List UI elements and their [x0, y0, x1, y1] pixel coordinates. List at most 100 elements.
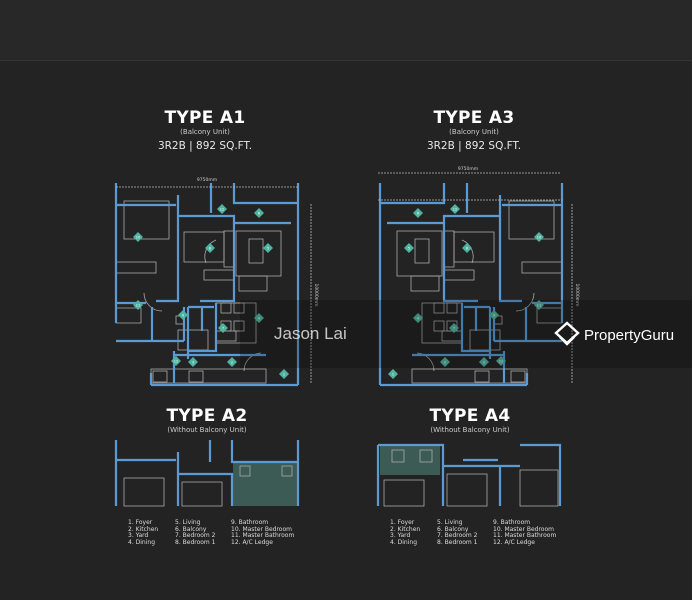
legend-item: 4. Dining — [128, 539, 155, 547]
room-marker-diamond — [449, 323, 459, 333]
legend-item: 7. Bedroom 2 — [437, 532, 478, 540]
width-dimension-label: 9750mm — [458, 166, 478, 172]
room-marker-diamond — [178, 310, 188, 320]
room-marker-number: 7 — [222, 327, 224, 331]
room-marker-number: 2 — [231, 361, 233, 365]
legend-item: 5. Living — [437, 519, 463, 526]
type-a4-floor-plan — [376, 443, 562, 507]
legend-item: 1. Foyer — [128, 519, 153, 526]
room-marker-number: 3 — [483, 361, 485, 365]
legend-item: 9. Bathroom — [493, 519, 531, 526]
room-marker-number: 9 — [493, 314, 495, 318]
legend-item: 3. Yard — [128, 532, 149, 540]
room-marker-diamond — [534, 232, 544, 242]
type-a1-heading: TYPE A1 (Balcony Unit) 3R2B | 892 SQ.FT. — [105, 108, 305, 154]
room-marker-diamond — [388, 369, 398, 379]
room-marker-diamond — [254, 313, 264, 323]
room-marker-number: 11 — [537, 304, 541, 308]
plan-title: TYPE A4 — [429, 406, 511, 426]
room-marker-number: 4 — [417, 317, 420, 321]
room-marker: 11 — [133, 300, 143, 310]
legend-item: 9. Bathroom — [231, 519, 269, 526]
plan-subtitle: (Balcony Unit) — [180, 128, 230, 136]
room-marker-number: 12 — [220, 208, 224, 212]
room-marker-diamond — [450, 204, 460, 214]
room-marker-number: 7 — [453, 327, 455, 331]
legend-item: 11. Master Bathroom — [231, 532, 295, 540]
room-marker-diamond — [413, 208, 423, 218]
room-marker-diamond — [404, 243, 414, 253]
room-marker-number: 12 — [499, 360, 503, 364]
legend-item: 8. Bedroom 1 — [437, 539, 478, 547]
room-marker-diamond — [413, 313, 423, 323]
room-marker: 1 — [388, 369, 398, 379]
legend-item: 6. Balcony — [437, 525, 469, 533]
plan-title: TYPE A1 — [164, 108, 246, 128]
room-marker: 7 — [449, 323, 459, 333]
room-marker-number: 5 — [267, 247, 269, 251]
room-marker-number: 8 — [209, 247, 211, 251]
room-marker: 3 — [479, 357, 489, 367]
room-marker-diamond — [133, 300, 143, 310]
legend-item: 5. Living — [175, 519, 201, 526]
type-a4-heading: TYPE A4 (Without Balcony Unit) — [370, 406, 570, 435]
plan-subtitle: (Balcony Unit) — [449, 128, 499, 136]
room-marker-diamond — [479, 357, 489, 367]
legend-item: 12. A/C Ledge — [231, 539, 273, 547]
watermark-band — [240, 300, 692, 368]
room-marker-diamond — [462, 243, 472, 253]
room-marker-number: 11 — [136, 304, 140, 308]
room-marker-diamond — [171, 356, 181, 366]
room-marker: 5 — [263, 243, 273, 253]
room-marker-number: 6 — [258, 212, 260, 216]
plan-title: TYPE A2 — [166, 406, 248, 426]
room-marker: 8 — [205, 243, 215, 253]
brand-name: PropertyGuru — [584, 326, 675, 344]
room-marker: 12 — [217, 204, 227, 214]
room-marker: 3 — [188, 357, 198, 367]
room-marker: 5 — [404, 243, 414, 253]
propertyguru-logo: PropertyGuru — [554, 321, 674, 349]
room-marker-number: 12 — [453, 208, 457, 212]
room-marker-number: 1 — [283, 373, 285, 377]
room-marker-diamond — [489, 310, 499, 320]
propertyguru-icon — [554, 321, 580, 346]
depth-dimension-label: 10000mm — [574, 283, 580, 306]
legend-item: 2. Kitchen — [128, 525, 159, 533]
legend-item: 4. Dining — [390, 539, 417, 547]
room-marker-number: 1 — [392, 373, 394, 377]
plan-subtitle: (Without Balcony Unit) — [430, 426, 510, 434]
agent-watermark: Jason Lai — [274, 324, 347, 343]
room-marker-number: 4 — [258, 317, 261, 321]
room-marker: 9 — [489, 310, 499, 320]
legend-item: 7. Bedroom 2 — [175, 532, 216, 540]
room-marker: 7 — [218, 323, 228, 333]
plan-size: 3R2B | 892 SQ.FT. — [426, 140, 522, 152]
room-marker: 4 — [254, 313, 264, 323]
legend-item: 10. Master Bedroom — [231, 525, 292, 533]
room-marker-number: 3 — [192, 361, 194, 365]
room-marker: 9 — [178, 310, 188, 320]
legend-item: 2. Kitchen — [390, 525, 421, 533]
room-marker-diamond — [188, 357, 198, 367]
room-marker: 8 — [462, 243, 472, 253]
room-marker-diamond — [227, 357, 237, 367]
type-a1-floor-plan: 9750mm 10000mm — [114, 177, 319, 387]
room-marker: 4 — [413, 313, 423, 323]
room-marker-diamond — [254, 208, 264, 218]
room-marker: 6 — [254, 208, 264, 218]
room-marker-number: 10 — [136, 236, 140, 240]
room-marker: 10 — [133, 232, 143, 242]
legend-item: 1. Foyer — [390, 519, 415, 526]
room-marker-diamond — [440, 357, 450, 367]
room-marker: 12 — [450, 204, 460, 214]
top-bar — [0, 0, 692, 61]
legend-item: 6. Balcony — [175, 525, 207, 533]
room-marker-number: 6 — [417, 212, 419, 216]
depth-dimension-label: 10000mm — [313, 283, 319, 306]
room-marker-diamond — [263, 243, 273, 253]
room-marker-diamond — [218, 323, 228, 333]
room-marker-diamond — [534, 300, 544, 310]
